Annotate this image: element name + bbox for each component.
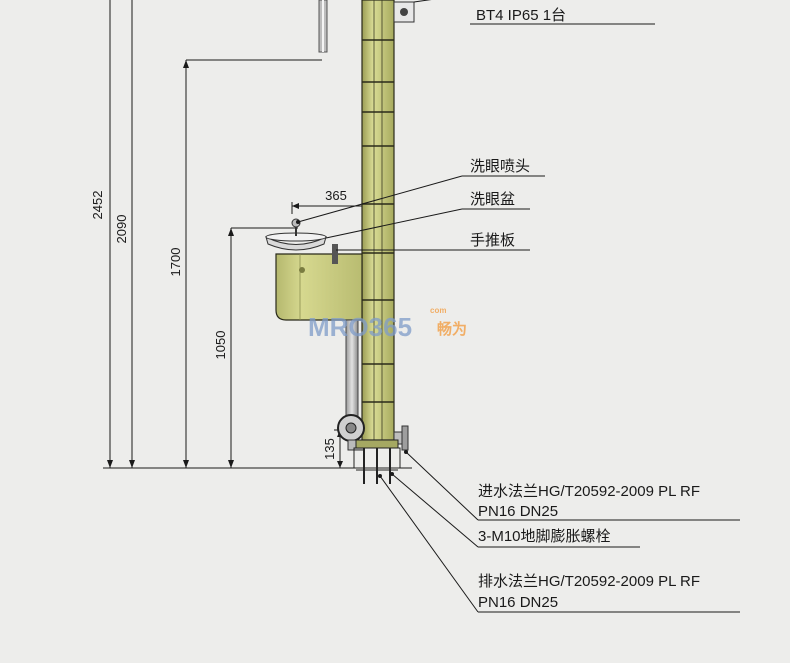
label-hand-push-plate: 手推板: [470, 231, 515, 249]
label-top-partial: BT4 IP65 1台: [476, 7, 566, 24]
label-inlet-flange-2: PN16 DN25: [478, 503, 558, 520]
watermark-sub: com: [430, 306, 446, 315]
watermark-brand: MRO365: [308, 312, 412, 342]
base-plate: [353, 439, 401, 484]
dim-135: 135: [322, 438, 337, 460]
dim-1050: 1050: [213, 331, 228, 360]
dim-2090: 2090: [114, 215, 129, 244]
dim-2452: 2452: [90, 191, 105, 220]
leader-lines: [297, 0, 740, 613]
watermark: MRO365 畅为 com: [308, 306, 467, 342]
label-anchor-bolt: 3-M10地脚膨胀螺栓: [478, 528, 611, 545]
dim-1700: 1700: [168, 248, 183, 277]
eyewash-tank: [275, 244, 363, 321]
label-eye-nozzle: 洗眼喷头: [470, 158, 530, 175]
label-drain-flange-1: 排水法兰HG/T20592-2009 PL RF: [478, 573, 700, 590]
eyewash-bowl: [265, 218, 327, 251]
label-inlet-flange-1: 进水法兰HG/T20592-2009 PL RF: [478, 483, 700, 500]
label-drain-flange-2: PN16 DN25: [478, 594, 558, 611]
watermark-suffix: 畅为: [437, 320, 467, 338]
leader-dots: [296, 220, 408, 478]
shower-arm: [318, 0, 328, 53]
main-pipe: [361, 0, 415, 441]
dim-365: 365: [325, 188, 347, 203]
label-eye-bowl: 洗眼盆: [470, 191, 515, 208]
